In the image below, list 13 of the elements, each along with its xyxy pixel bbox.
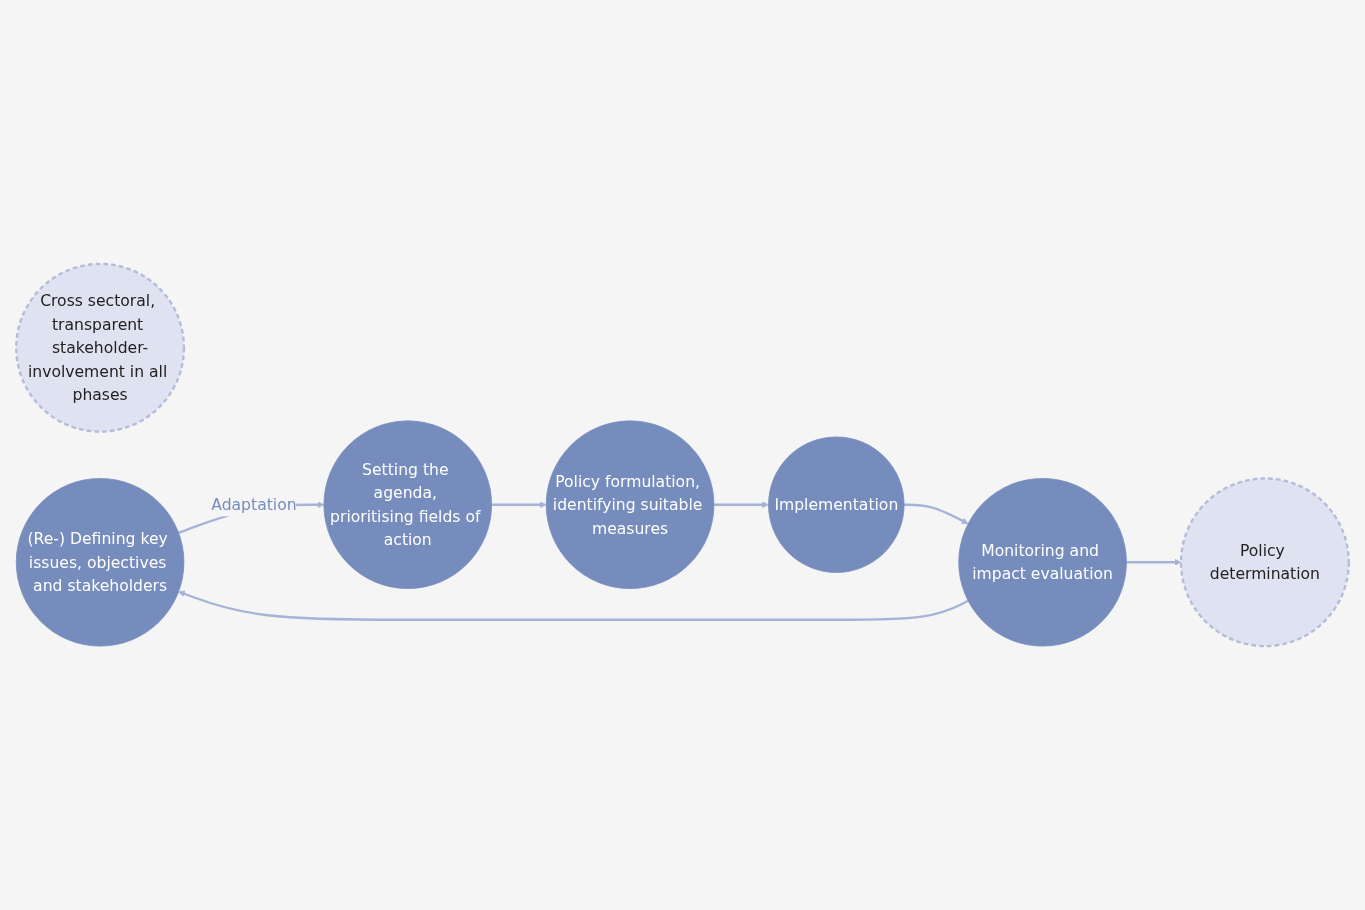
arrow <box>904 503 969 525</box>
arrow <box>1126 558 1182 566</box>
arrow <box>491 501 547 509</box>
node-circle: Policy formulation, identifying suitable measures <box>545 420 715 589</box>
arrow <box>178 590 969 621</box>
node-circle: Cross sectoral, transparent stakeholder-involvement in all phases <box>15 262 186 433</box>
arrow <box>713 501 769 509</box>
node-circle: Implementation <box>768 436 905 573</box>
node-circle: (Re-) Defining key issues, objectives and stakeholders <box>15 478 185 647</box>
node-circle: Monitoring and impact evaluation <box>958 478 1127 647</box>
node-circle: Setting the agenda, prioritising fields of action <box>323 420 492 589</box>
edge-label: Adaptation <box>211 495 297 515</box>
node-circle: Policy determination <box>1179 477 1350 648</box>
